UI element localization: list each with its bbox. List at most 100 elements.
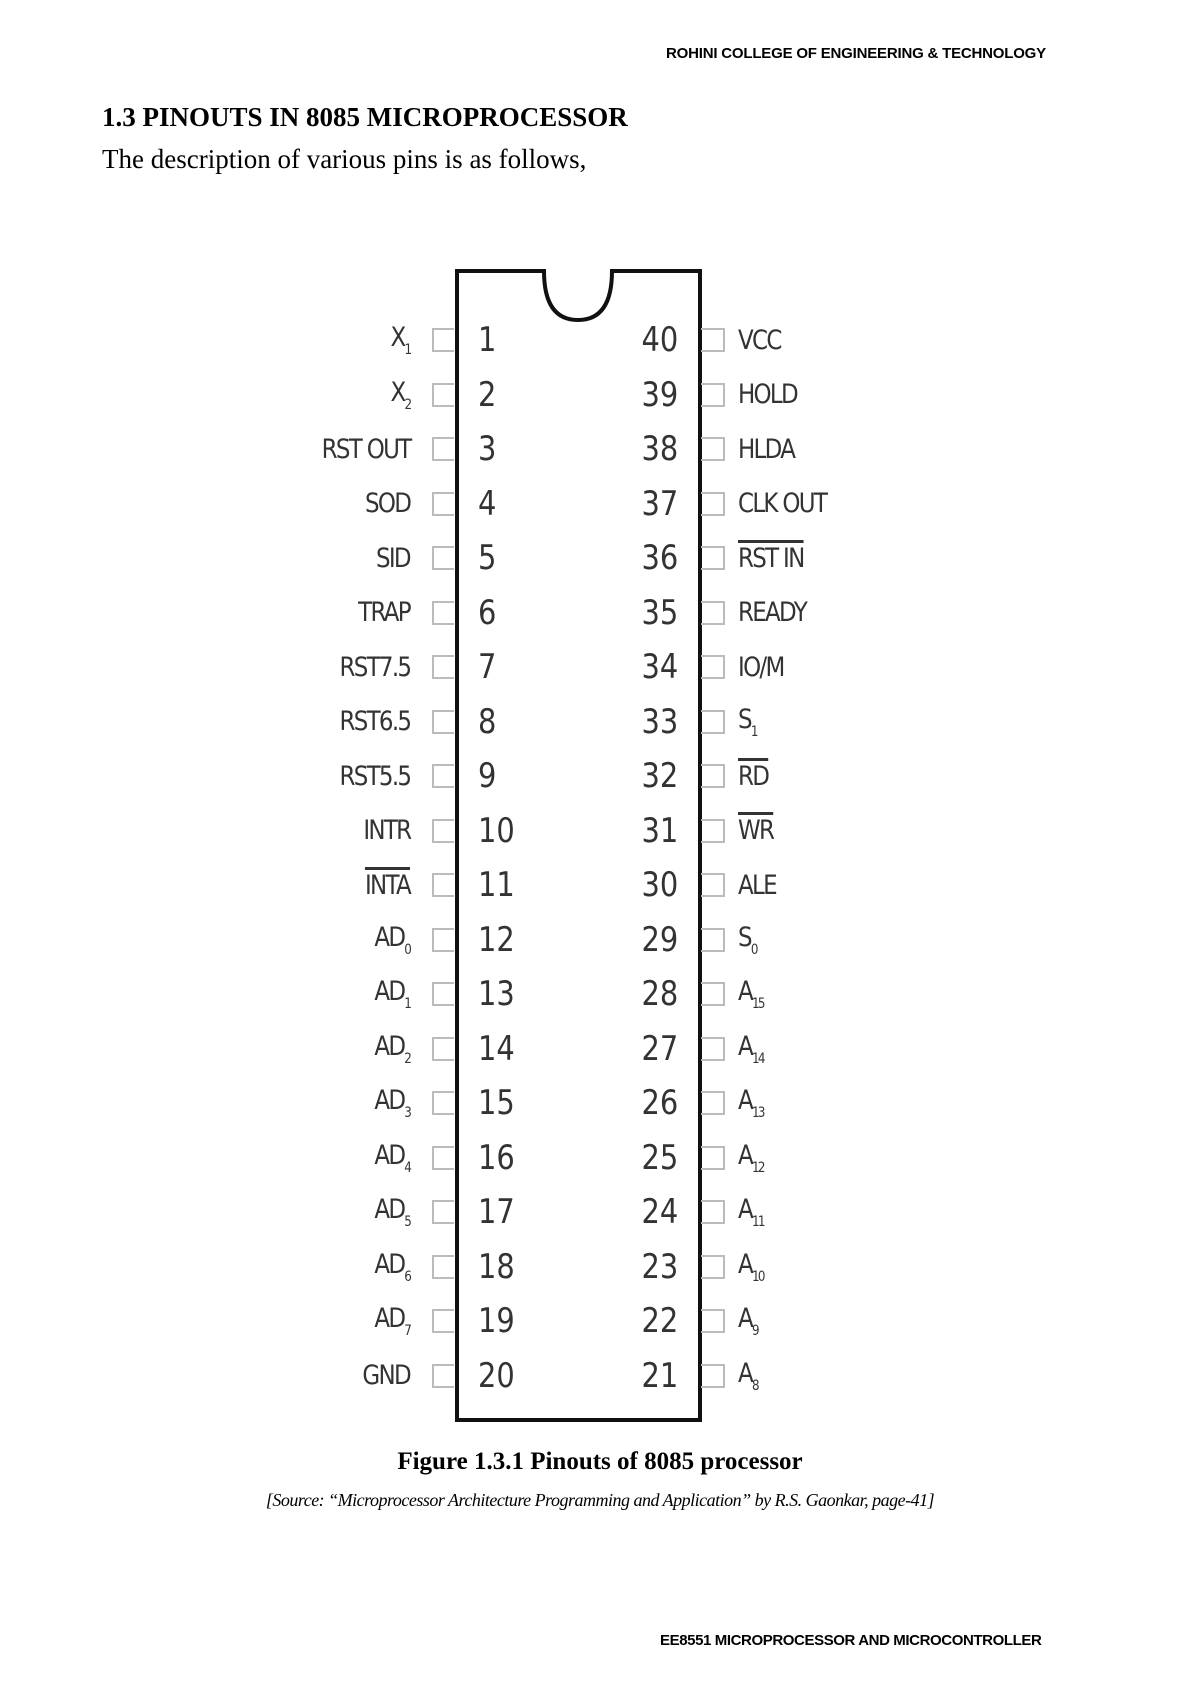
pin-number: 34 [641, 647, 678, 687]
pin-label: AD2 [374, 1030, 412, 1067]
pin-subscript: 13 [752, 1105, 765, 1121]
pin-number: 40 [641, 320, 678, 360]
pin-lead [432, 818, 454, 843]
pin-name: RST IN [738, 542, 805, 574]
pin-lead [701, 1254, 725, 1279]
pin-number: 2 [478, 374, 497, 415]
pin-name: S [738, 703, 753, 735]
pin-name: RST7.5 [339, 651, 412, 683]
pin-subscript: 8 [752, 1377, 760, 1394]
pin-name: TRAP [358, 597, 411, 628]
pin-lead [701, 927, 725, 952]
pin-label: AD5 [374, 1194, 412, 1230]
pin-label: RST IN [738, 542, 805, 574]
pin-subscript: 0 [404, 941, 412, 958]
pin-subscript: 9 [752, 1323, 760, 1339]
pin-name: SID [376, 542, 412, 574]
pin-subscript: 12 [752, 1159, 765, 1176]
pin-number: 14 [478, 1028, 515, 1069]
pin-name: AD [374, 1139, 406, 1171]
pin-lead [432, 927, 454, 952]
pin-name: RST5.5 [339, 760, 412, 792]
pin-label: INTA [364, 869, 412, 901]
pin-number: 38 [641, 429, 678, 469]
pin-number: 18 [478, 1246, 515, 1287]
pin-number: 39 [641, 374, 678, 415]
pin-name: A [738, 1303, 754, 1334]
pin-subscript: 11 [752, 1214, 765, 1230]
pin-number: 1 [478, 320, 497, 360]
pin-lead [701, 546, 725, 570]
pin-number: 36 [641, 538, 678, 578]
pin-lead [432, 873, 454, 897]
pin-label: RST7.5 [339, 651, 412, 683]
pin-name: A [738, 1030, 754, 1062]
pin-row-32: 32 RD [0, 756, 1200, 796]
pin-lead [432, 1091, 454, 1115]
pin-lead [432, 1254, 454, 1279]
section-title: 1.3 PINOUTS IN 8085 MICROPROCESSOR [102, 102, 628, 132]
pin-subscript: 4 [404, 1159, 412, 1176]
pin-name: IO/M [738, 651, 785, 683]
pin-lead [432, 600, 454, 625]
pin-label: RST OUT [321, 434, 412, 465]
pin-number: 12 [478, 919, 515, 960]
pin-subscript: 0 [750, 941, 759, 958]
pin-label: AD0 [374, 921, 412, 958]
pin-name: A [738, 1357, 754, 1389]
pin-lead [432, 1036, 454, 1061]
pin-label: A12 [738, 1140, 765, 1176]
pin-label: CLK OUT [738, 488, 828, 519]
pin-subscript: 1 [750, 723, 759, 740]
pin-number: 28 [641, 974, 678, 1014]
pin-name: WR [738, 815, 775, 846]
pin-name: AD [374, 921, 406, 953]
pin-lead [432, 328, 454, 352]
pin-label: WR [738, 815, 775, 846]
pin-number: 15 [478, 1083, 515, 1123]
pin-label: A11 [738, 1194, 765, 1230]
pin-lead [432, 655, 454, 679]
pin-name: HLDA [738, 433, 796, 465]
pin-label: IO/M [738, 651, 785, 683]
figure-caption: Figure 1.3.1 Pinouts of 8085 processor [397, 1448, 803, 1475]
pin-label: S0 [738, 922, 759, 958]
pin-lead [701, 382, 725, 407]
pin-number: 32 [641, 756, 678, 796]
pin-name: AD [374, 1303, 406, 1334]
pin-name: AD [374, 1030, 406, 1062]
pin-label: SOD [365, 488, 412, 519]
pin-label: RD [738, 761, 770, 792]
pin-label: READY [738, 597, 808, 628]
pin-name: INTA [364, 869, 412, 901]
pin-lead [701, 1363, 725, 1388]
pin-lead [432, 1309, 454, 1333]
pin-lead [432, 546, 454, 570]
figure-source: [Source: “Microprocessor Architecture Pr… [265, 1490, 935, 1510]
section-intro: The description of various pins is as fo… [102, 144, 587, 174]
pin-name: INTR [362, 815, 412, 846]
pin-lead [701, 1145, 725, 1170]
pin-subscript: 15 [752, 996, 765, 1012]
pin-number: 27 [641, 1028, 678, 1069]
